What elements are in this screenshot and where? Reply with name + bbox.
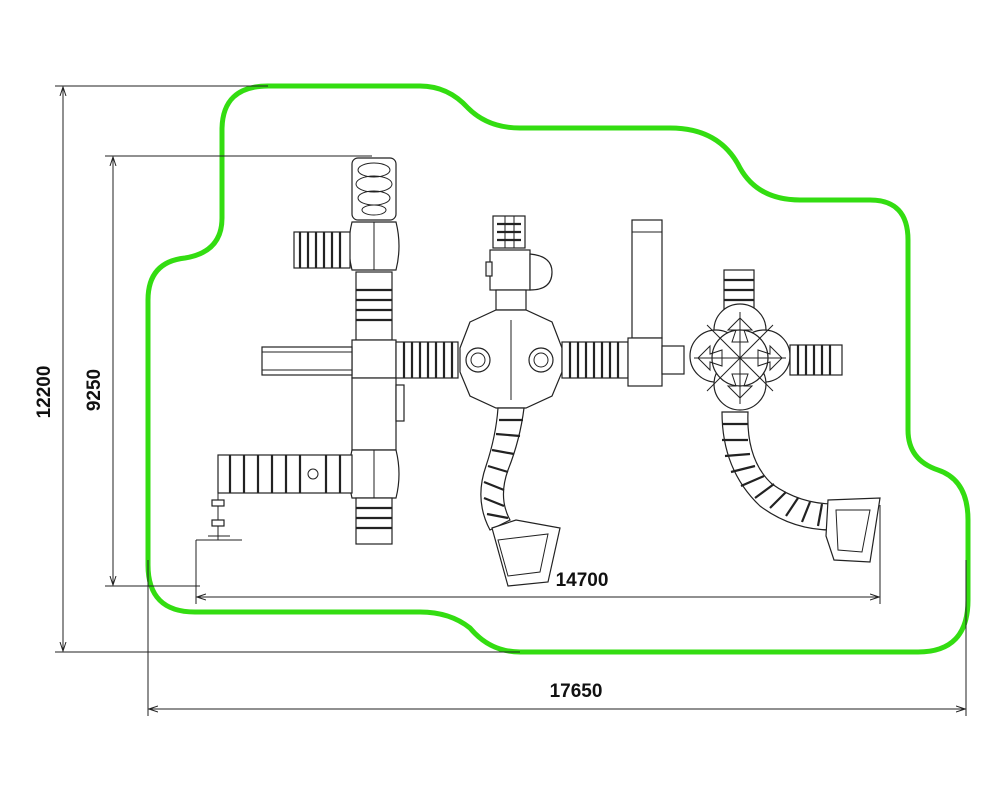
roof-pattern <box>694 312 786 404</box>
dimension-14700: 14700 <box>195 505 881 604</box>
bridge-left-middle <box>395 341 459 379</box>
dim-label-12200: 12200 <box>34 366 55 419</box>
dim-label-17650: 17650 <box>550 681 603 702</box>
safety-zone-outline <box>145 83 971 655</box>
bridge-middle-right <box>561 219 685 387</box>
bridge-rungs-upper-left <box>298 232 342 268</box>
dimension-17650: 17650 <box>147 560 967 716</box>
dimension-12200: 12200 <box>34 85 520 653</box>
middle-tower-structure <box>459 215 563 587</box>
dim-label-9250: 9250 <box>84 369 105 411</box>
dim-label-14700: 14700 <box>556 570 609 591</box>
right-tower-structure <box>689 269 881 563</box>
dimension-9250: 9250 <box>84 155 372 587</box>
left-tower-structure <box>196 157 405 545</box>
